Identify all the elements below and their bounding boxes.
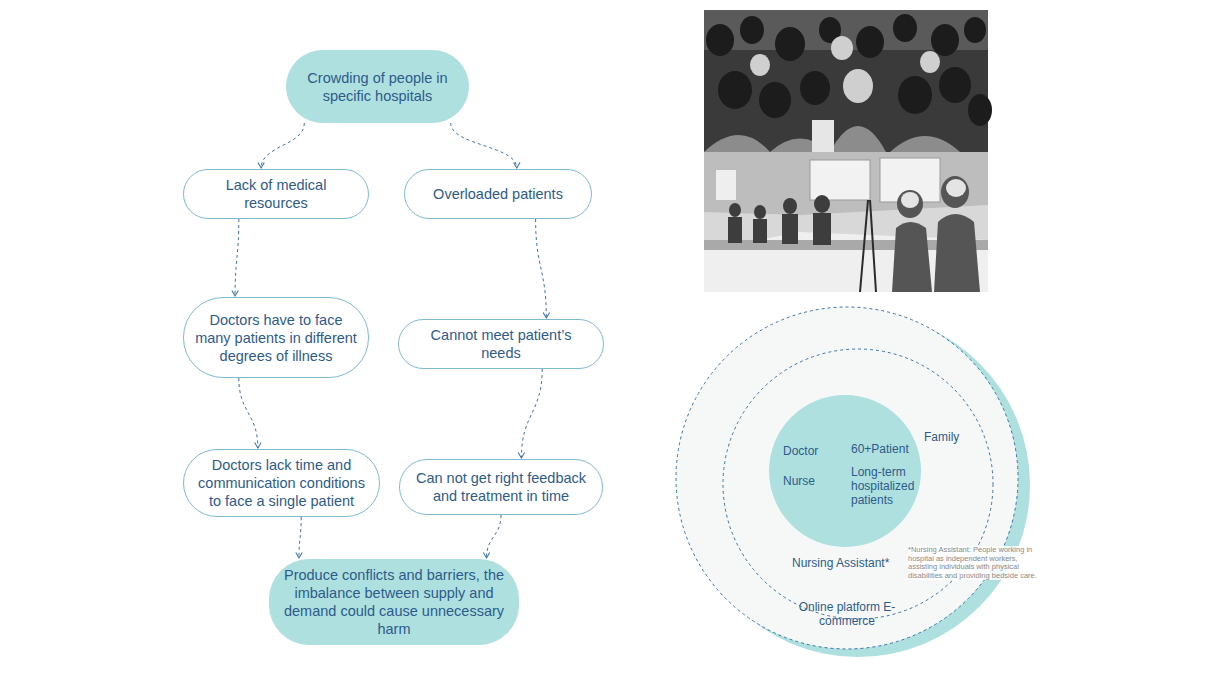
ring-label: Long-term hospitalized patients (851, 465, 923, 507)
dashed-arrow (521, 369, 542, 458)
ring-label: Nursing Assistant* (792, 556, 912, 570)
ring-label: Doctor (783, 444, 835, 458)
dashed-arrow (536, 219, 547, 318)
box-label: Crowding of people in specific hospitals (297, 69, 458, 105)
terminal-box: Crowding of people in specific hospitals (286, 50, 469, 123)
dashed-arrow (235, 219, 239, 296)
ring-label: Online platform E-commerce (790, 600, 904, 628)
process-box: Doctors have to face many patients in di… (183, 297, 369, 378)
box-label: Can not get right feedback and treatment… (410, 469, 592, 505)
box-label: Overloaded patients (433, 185, 563, 203)
process-box: Lack of medical resources (183, 169, 369, 219)
box-label: Produce conflicts and barriers, the imba… (280, 566, 508, 638)
crowd-photo (704, 10, 992, 152)
process-box: Doctors lack time and communication cond… (183, 449, 380, 517)
dashed-arrow (451, 123, 517, 168)
box-label: Doctors lack time and communication cond… (194, 456, 369, 510)
ring-circle: DoctorNurse 60+PatientLong-term hospitali… (769, 395, 921, 547)
box-label: Cannot meet patient’s needs (409, 326, 593, 362)
corridor-photo (704, 152, 988, 292)
box-label: Doctors have to face many patients in di… (194, 311, 358, 365)
process-box: Can not get right feedback and treatment… (399, 459, 603, 515)
process-box: Overloaded patients (404, 169, 592, 219)
process-box: Cannot meet patient’s needs (398, 319, 604, 369)
footnote: *Nursing Assistant: People working in ho… (908, 546, 1044, 580)
dashed-arrow (299, 517, 301, 558)
ring-label: 60+Patient (851, 442, 923, 456)
ring-label: Nurse (783, 474, 835, 488)
dashed-arrow (487, 515, 502, 558)
terminal-box: Produce conflicts and barriers, the imba… (269, 559, 519, 645)
box-label: Lack of medical resources (194, 176, 358, 212)
ring-label: Family (924, 430, 972, 444)
dashed-arrow (239, 378, 258, 448)
ring-circle: Online platform E-commerce FamilyNursing … (675, 306, 1019, 650)
dashed-arrow (261, 123, 304, 168)
